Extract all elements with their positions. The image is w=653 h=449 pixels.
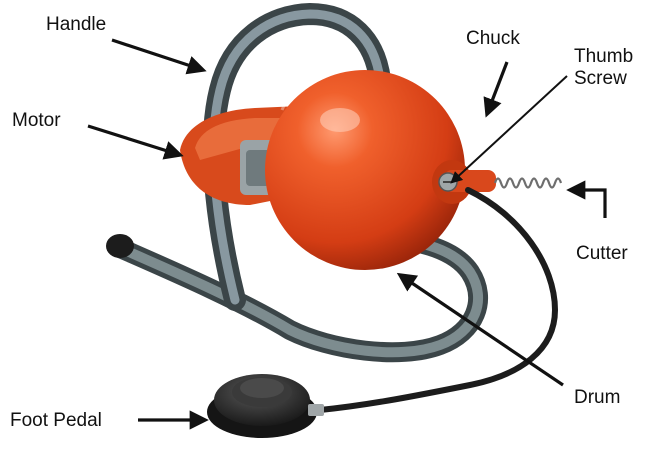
label-thumb-screw-line2: Screw (574, 68, 633, 90)
drum (265, 68, 465, 270)
arrow-thumb-screw (452, 76, 567, 182)
arrow-handle (112, 40, 203, 70)
rubber-foot (106, 234, 134, 258)
label-chuck: Chuck (466, 28, 520, 50)
arrow-motor (88, 126, 180, 155)
arrow-chuck (487, 62, 507, 114)
foot-pedal (207, 374, 324, 438)
cutter (495, 179, 561, 188)
label-motor: Motor (12, 110, 61, 132)
arrow-cutter (570, 190, 605, 218)
label-foot-pedal: Foot Pedal (10, 410, 102, 432)
label-thumb-screw-line1: Thumb (574, 46, 633, 68)
label-drum: Drum (574, 387, 620, 409)
label-thumb-screw: Thumb Screw (574, 46, 633, 90)
label-cutter: Cutter (576, 243, 628, 265)
label-handle: Handle (46, 14, 106, 36)
